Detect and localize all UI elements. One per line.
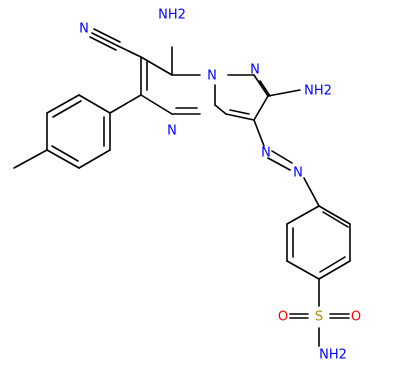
- benzene-ring: [286, 205, 351, 280]
- pyrimidine-nitrogen-label: N: [167, 124, 177, 139]
- bond: [52, 100, 82, 118]
- bond: [322, 211, 349, 228]
- bond: [109, 94, 142, 114]
- pyrimidine-ring: [140, 56, 216, 115]
- bond: [318, 205, 351, 225]
- nitrile-nitrogen-label: N: [79, 22, 89, 37]
- bond: [253, 119, 265, 147]
- bond: [78, 149, 111, 169]
- bond: [229, 109, 250, 115]
- bond: [259, 80, 271, 97]
- azo-nitrogen-2-label: N: [293, 166, 303, 181]
- bond-to-right-amine: [267, 89, 301, 97]
- bond: [46, 149, 80, 169]
- bond: [253, 95, 269, 121]
- bridgehead-nitrogen-label: N: [207, 69, 217, 84]
- bond: [91, 32, 119, 47]
- bond: [78, 94, 111, 114]
- azo-linkage: [253, 119, 320, 207]
- bond: [117, 45, 142, 58]
- bond: [51, 145, 79, 162]
- bond: [225, 113, 255, 121]
- tolyl-group: [13, 94, 142, 169]
- bond: [271, 150, 293, 164]
- bond: [286, 260, 320, 280]
- oxygen-label-right: O: [351, 310, 361, 325]
- bond: [253, 74, 269, 97]
- bond: [140, 94, 173, 115]
- bond: [286, 205, 320, 225]
- bond: [267, 157, 291, 171]
- bond: [93, 28, 121, 43]
- bond-methyl: [13, 149, 48, 169]
- nitrile-group: [89, 28, 142, 58]
- bond: [214, 104, 227, 115]
- bond: [89, 36, 117, 51]
- pyrazole-ring: [214, 74, 271, 121]
- azo-nitrogen-1-label: N: [261, 146, 271, 161]
- bond: [318, 260, 351, 280]
- bond: [46, 94, 80, 114]
- oxygen-label-left: O: [278, 310, 288, 325]
- pyrazole-nitrogen-label: N: [250, 63, 260, 78]
- sulfonamide-amine-label: NH2: [319, 348, 347, 363]
- bond: [140, 56, 173, 76]
- sulfur-label: S: [315, 310, 323, 325]
- bond: [303, 177, 320, 207]
- amine-label-top: NH2: [158, 8, 186, 23]
- bond: [319, 256, 346, 273]
- sulfonamide-group: [289, 278, 350, 347]
- amine-label-right: NH2: [304, 84, 332, 99]
